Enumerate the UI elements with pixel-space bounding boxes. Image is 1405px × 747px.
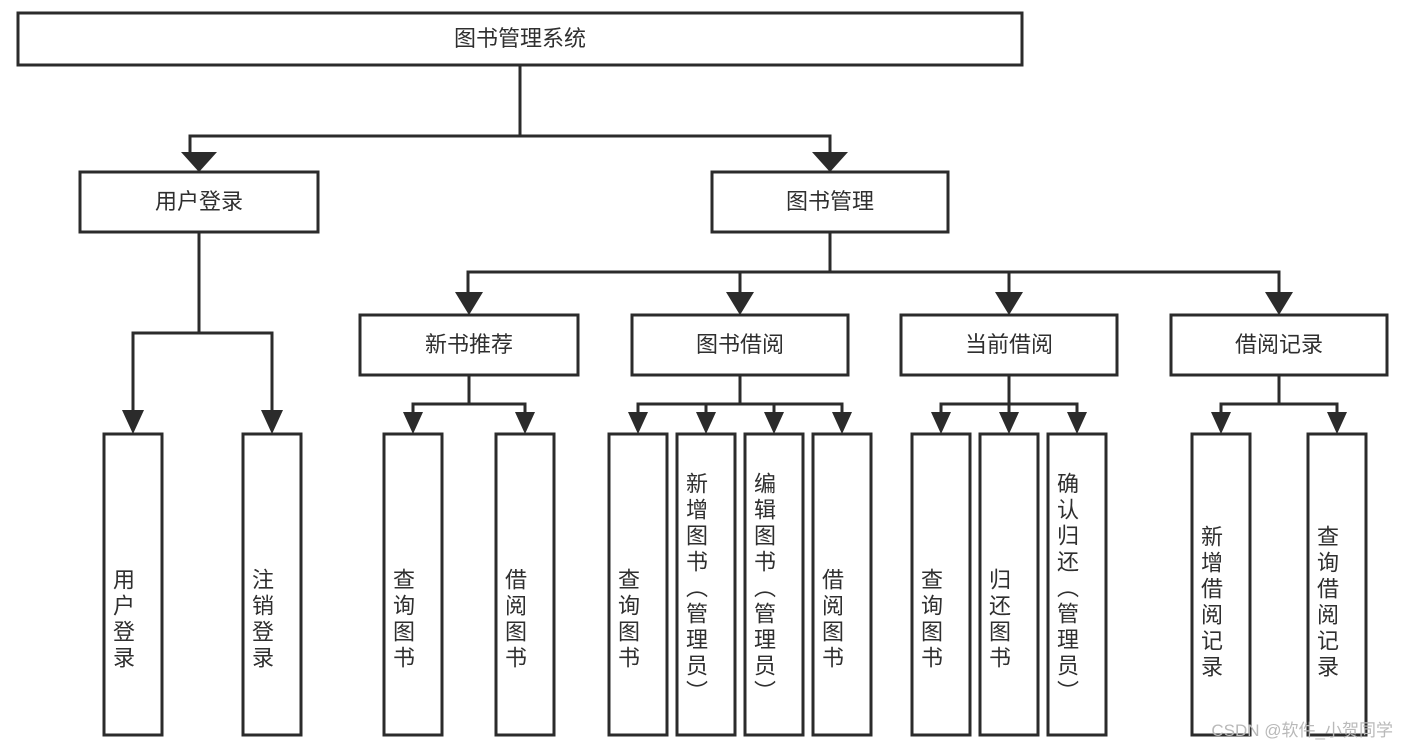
arrow-to-user-login [181, 152, 217, 172]
connector-group [131, 63, 1339, 414]
arrow-to-book-management [812, 152, 848, 172]
connector-root-bus [188, 63, 832, 160]
node-leaf-query-book-3[interactable] [910, 432, 972, 737]
node-book-management[interactable] [710, 170, 950, 234]
connector-book-borrow-bus [636, 373, 844, 414]
arrow-to-borrow-record [1265, 292, 1293, 315]
node-leaf-user-login[interactable] [102, 432, 164, 737]
node-leaf-edit-book[interactable] [743, 432, 805, 737]
arrow-to-book-borrow [726, 292, 754, 315]
watermark-text: CSDN @软件_小贺同学 [1211, 721, 1393, 740]
node-user-login[interactable] [78, 170, 320, 234]
label-book-borrow: 图书借阅 [696, 332, 784, 357]
arrow-to-current-borrow [995, 292, 1023, 315]
arrow-to-leaf-borrow-book-1 [515, 412, 535, 434]
node-leaf-return-book[interactable] [978, 432, 1040, 737]
node-leaf-borrow-book-1[interactable] [494, 432, 556, 737]
node-root[interactable] [16, 11, 1024, 67]
node-leaf-user-logout[interactable] [241, 432, 303, 737]
arrow-to-leaf-user-login [122, 410, 144, 434]
arrow-to-leaf-confirm-return [1067, 412, 1087, 434]
connector-current-borrow-bus [939, 373, 1079, 414]
node-current-borrow[interactable] [899, 313, 1119, 377]
arrow-to-leaf-query-book-1 [403, 412, 423, 434]
node-borrow-record[interactable] [1169, 313, 1389, 377]
arrow-to-leaf-query-book-3 [931, 412, 951, 434]
connector-borrow-record-bus [1219, 373, 1339, 414]
arrow-to-leaf-query-book-2 [628, 412, 648, 434]
arrow-to-new-book-recommend [455, 292, 483, 315]
node-leaf-borrow-book-2[interactable] [811, 432, 873, 737]
label-user-login: 用户登录 [155, 189, 243, 214]
label-root: 图书管理系统 [454, 26, 586, 51]
horizontal-label-group: 图书管理系统 用户登录 图书管理 新书推荐 图书借阅 当前借阅 借阅记录 [155, 26, 1323, 357]
node-leaf-add-record[interactable] [1190, 432, 1252, 737]
arrow-to-leaf-borrow-book-2 [832, 412, 852, 434]
label-current-borrow: 当前借阅 [965, 332, 1053, 357]
node-leaf-query-book-1[interactable] [382, 432, 444, 737]
arrow-to-leaf-return-book [999, 412, 1019, 434]
arrow-to-leaf-user-logout [261, 410, 283, 434]
label-book-management: 图书管理 [786, 189, 874, 214]
arrow-to-leaf-add-book [696, 412, 716, 434]
arrow-to-leaf-edit-book [764, 412, 784, 434]
node-leaf-query-record[interactable] [1306, 432, 1368, 737]
node-leaf-add-book[interactable] [675, 432, 737, 737]
node-new-book-recommend[interactable] [358, 313, 580, 377]
label-borrow-record: 借阅记录 [1235, 332, 1323, 357]
label-new-book-recommend: 新书推荐 [425, 332, 513, 357]
node-book-borrow[interactable] [630, 313, 850, 377]
connector-user-login-bus [131, 230, 274, 412]
arrow-to-leaf-query-record [1327, 412, 1347, 434]
arrow-to-leaf-add-record [1211, 412, 1231, 434]
node-box-group [16, 11, 1389, 737]
connector-new-book-recommend-bus [411, 373, 527, 414]
node-leaf-query-book-2[interactable] [607, 432, 669, 737]
connector-book-management-bus [466, 230, 1281, 294]
arrowhead-group [122, 152, 1347, 434]
node-leaf-confirm-return[interactable] [1046, 432, 1108, 737]
